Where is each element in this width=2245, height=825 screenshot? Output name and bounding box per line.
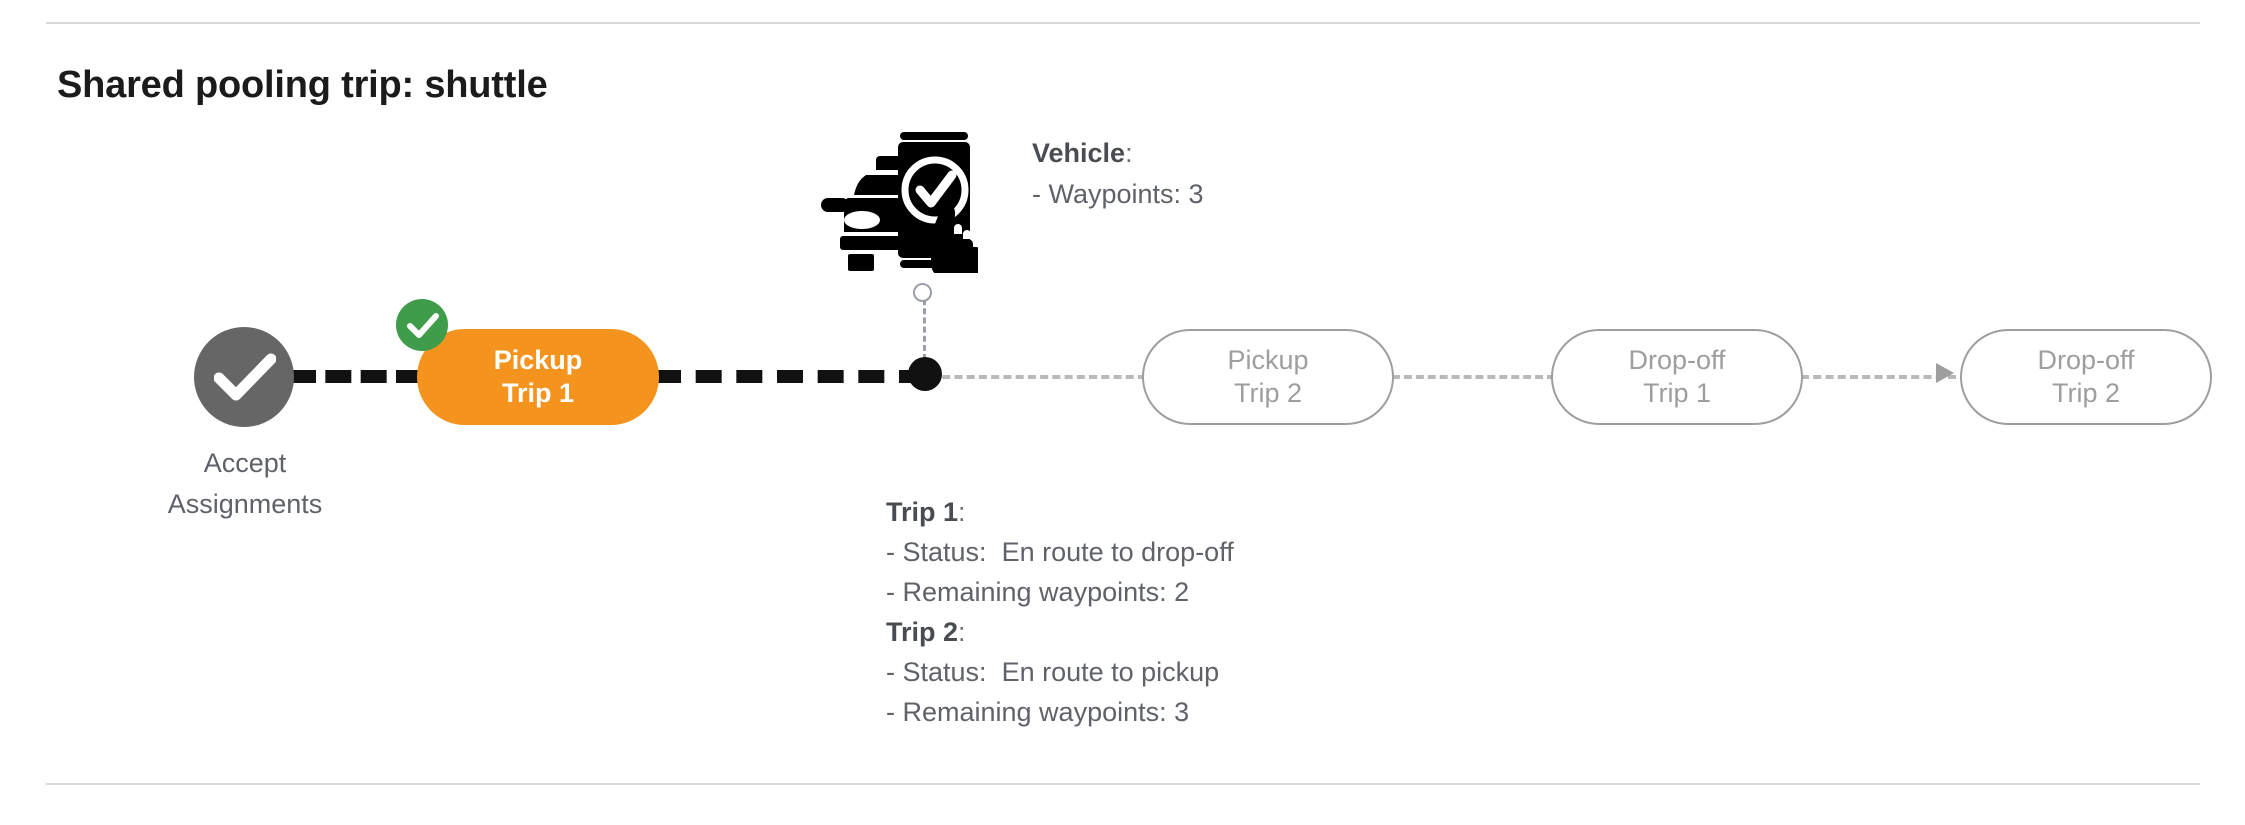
vehicle-position-dot [908, 357, 942, 391]
step-label-line-1: Pickup [1227, 345, 1309, 375]
arrow-head-icon [1936, 363, 1954, 383]
step-label-line-2: Trip 1 [501, 378, 575, 408]
page-title: Shared pooling trip: shuttle [57, 64, 548, 106]
trip2-status-row: - Status: En route to pickup [886, 652, 1234, 692]
vehicle-waypoints: - Waypoints: 3 [1032, 179, 1204, 209]
vehicle-callout-title: Vehicle [1032, 138, 1126, 168]
trip2-status-value: En route to pickup [1001, 657, 1220, 687]
bottom-divider [46, 783, 2200, 785]
step-label-line-1: Drop-off [2037, 345, 2135, 375]
trip2-waypoints-row: - Remaining waypoints: 3 [886, 697, 1190, 727]
caption-line-1: Accept [203, 448, 287, 478]
timeline-node-caption: Accept Assignments [130, 443, 360, 525]
trip1-colon: : [958, 497, 966, 527]
car-phone-check-icon [818, 118, 981, 278]
timeline-step-dropoff-trip-1[interactable]: Drop-off Trip 1 [1551, 329, 1803, 425]
trip2-title-row: Trip 2: [886, 612, 1234, 652]
trip1-title: Trip 1 [886, 497, 959, 527]
trip2-title: Trip 2 [886, 617, 959, 647]
connector-pickup2-to-dropoff1 [1392, 375, 1555, 379]
connector-start-to-pickup1 [290, 370, 422, 383]
step-label-line-2: Trip 2 [1233, 378, 1302, 408]
trip2-status-label: - Status: [886, 657, 987, 687]
trip1-waypoints-row: - Remaining waypoints: 2 [886, 577, 1190, 607]
timeline-step-pickup-trip-2[interactable]: Pickup Trip 2 [1142, 329, 1394, 425]
step-label-line-1: Drop-off [1628, 345, 1726, 375]
vehicle-marker-stem [923, 290, 926, 360]
caption-line-2: Assignments [167, 489, 323, 519]
top-divider [46, 22, 2200, 24]
timeline-node-accept-assignments[interactable] [194, 327, 294, 427]
trip1-status-value: En route to drop-off [1001, 537, 1234, 567]
trip1-title-row: Trip 1: [886, 492, 1234, 532]
trip1-status-row: - Status: En route to drop-off [886, 532, 1234, 572]
timeline-step-dropoff-trip-2[interactable]: Drop-off Trip 2 [1960, 329, 2212, 425]
vehicle-callout-colon: : [1125, 138, 1133, 168]
connector-vehicle-to-pickup2 [930, 375, 1146, 379]
trips-detail-panel: Trip 1: - Status: En route to drop-off -… [886, 492, 1234, 732]
check-badge-icon [396, 299, 448, 351]
connector-pickup1-to-vehicle [655, 370, 925, 383]
trip2-colon: : [958, 617, 966, 647]
connector-dropoff1-to-dropoff2 [1801, 375, 1956, 379]
vehicle-marker-ring-icon [913, 283, 932, 302]
vehicle-callout-text: Vehicle: - Waypoints: 3 [1032, 133, 1204, 215]
step-label-line-1: Pickup [493, 345, 583, 375]
trip1-status-label: - Status: [886, 537, 987, 567]
step-label-line-2: Trip 2 [2051, 378, 2120, 408]
step-label-line-2: Trip 1 [1642, 378, 1711, 408]
timeline-step-pickup-trip-1[interactable]: Pickup Trip 1 [417, 329, 659, 425]
